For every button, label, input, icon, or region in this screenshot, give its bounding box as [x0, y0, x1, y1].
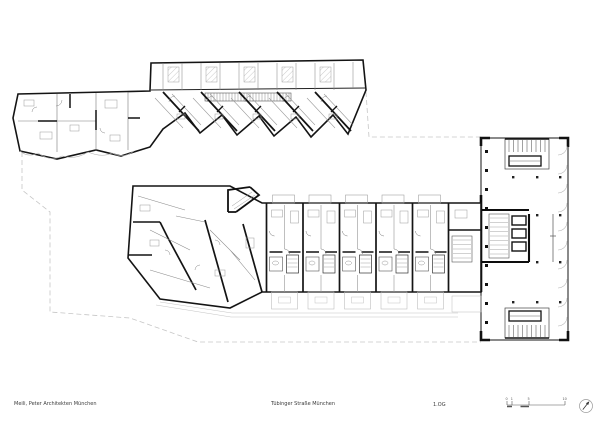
west-complex-rooms [128, 195, 263, 303]
scale-bar: 0 1 5 10 [506, 397, 567, 408]
connector-rooms [448, 209, 482, 313]
south-linear-wing [127, 185, 482, 318]
architect-label: Meili, Peter Architekten München [14, 401, 97, 407]
chevron-stair [227, 186, 261, 213]
floor-level-label: 1.OG [433, 402, 446, 408]
service-room-bottom [504, 307, 550, 339]
scale-tick-5: 5 [528, 397, 530, 401]
west-section-rooms [18, 92, 140, 152]
column-grid [512, 176, 562, 304]
scale-tick-1: 1 [511, 397, 513, 401]
balcony-scallops [19, 150, 135, 159]
north-arrow-icon [579, 399, 593, 413]
north-sawtooth-wing [12, 59, 367, 160]
project-title-label: Tübinger Straße München [271, 401, 336, 407]
east-block [479, 136, 570, 342]
terrace-edge [155, 301, 458, 318]
service-room-top [504, 138, 550, 170]
scale-tick-0: 0 [506, 397, 508, 401]
scale-tick-10: 10 [563, 397, 567, 401]
